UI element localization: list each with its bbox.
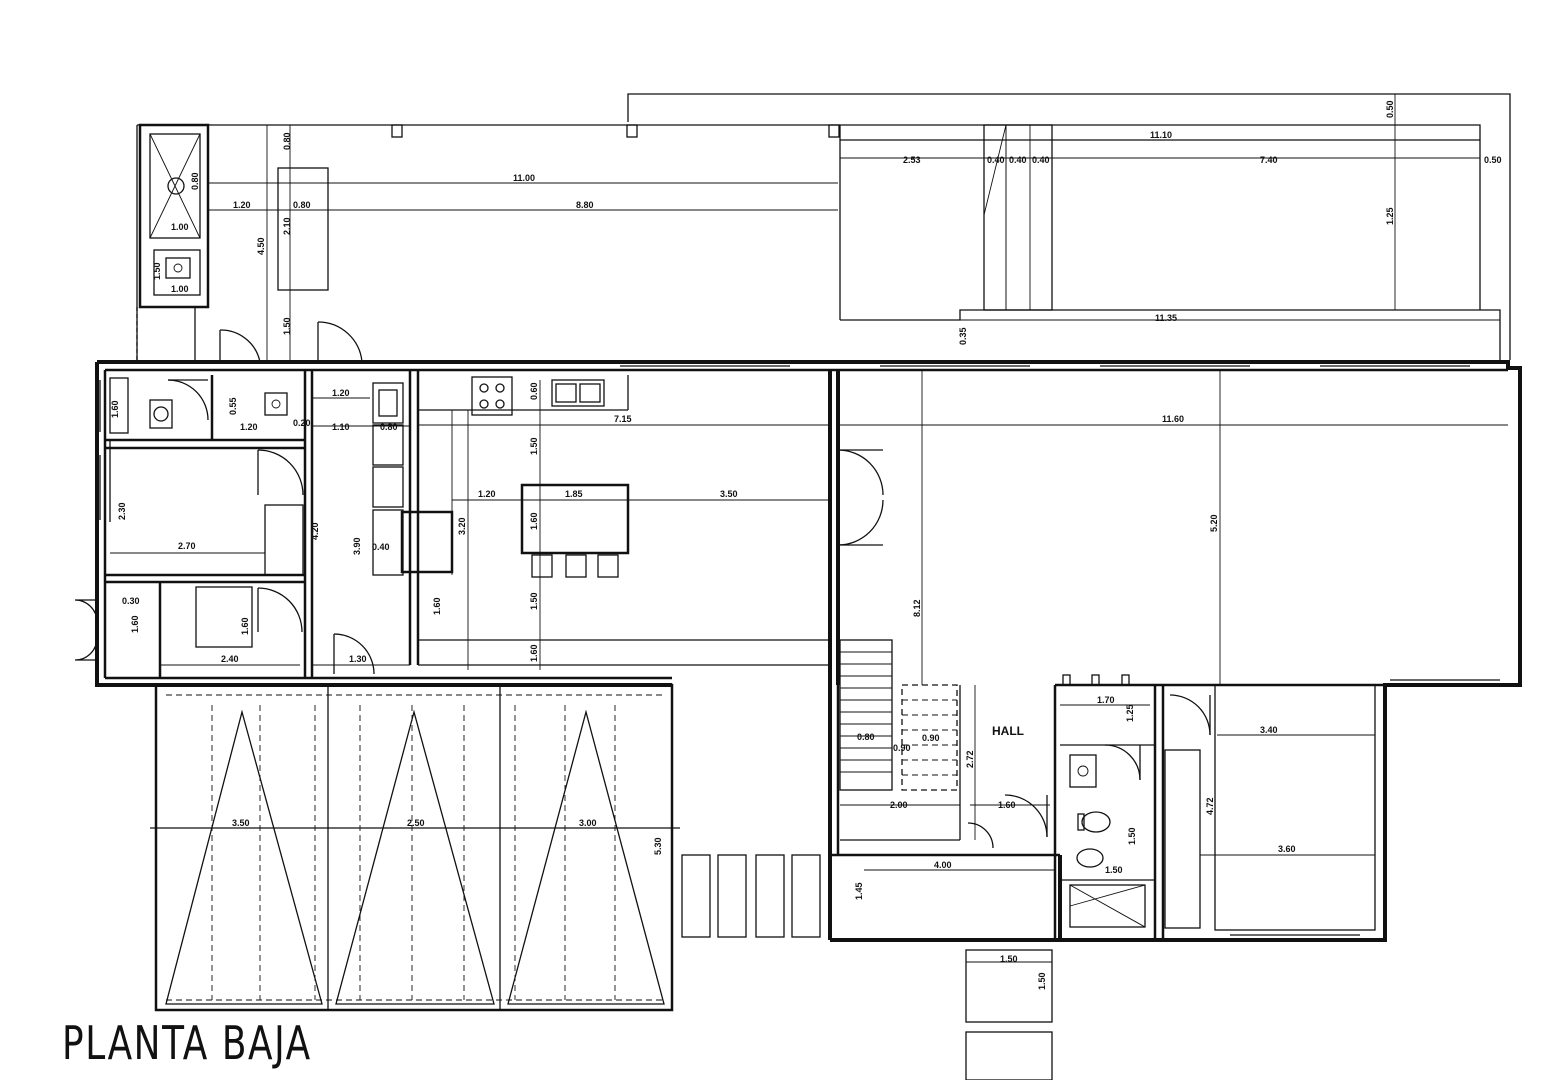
dim-label: 2.70	[178, 541, 196, 551]
dim-label: 3.20	[457, 517, 467, 535]
dim-label: 0.80	[282, 132, 292, 150]
dim-label: 1.20	[240, 422, 258, 432]
dim-label: 2.30	[117, 502, 127, 520]
interior-walls	[105, 370, 1520, 940]
dim-label: 1.50	[282, 317, 292, 335]
dim-label: 0.80	[857, 732, 875, 742]
dim-label: 4.00	[934, 860, 952, 870]
dim-label: 1.25	[1385, 207, 1395, 225]
dim-label: 0.55	[228, 397, 238, 415]
dim-label: 0.40	[987, 155, 1005, 165]
dim-label: 0.40	[1009, 155, 1027, 165]
dim-label: 3.50	[720, 489, 738, 499]
dim-label: 2.40	[221, 654, 239, 664]
dim-label: 0.20	[293, 418, 311, 428]
dim-label: 0.50	[1484, 155, 1502, 165]
dim-label: 1.60	[110, 400, 120, 418]
plan-title: PLANTA BAJA	[62, 1016, 312, 1070]
dim-label: 8.80	[576, 200, 594, 210]
exterior-walls	[95, 360, 1522, 942]
dim-label: 3.60	[1278, 844, 1296, 854]
dim-label: 1.50	[1127, 827, 1137, 845]
dim-label: 1.60	[529, 644, 539, 662]
dim-label: 1.60	[998, 800, 1016, 810]
dim-label: 0.40	[372, 542, 390, 552]
dim-label: 1.85	[565, 489, 583, 499]
dim-label: 1.50	[1105, 865, 1123, 875]
dim-label: 0.60	[529, 382, 539, 400]
dim-label: 7.15	[614, 414, 632, 424]
dim-label: 11.60	[1162, 414, 1184, 424]
dim-label: 3.50	[232, 818, 250, 828]
dim-label: 11.00	[513, 173, 535, 183]
dim-label: 0.80	[190, 172, 200, 190]
dim-label: 1.25	[1125, 704, 1135, 722]
outdoor-shower-block	[136, 123, 210, 360]
dim-label: 1.30	[349, 654, 367, 664]
dim-label: 2.50	[407, 818, 425, 828]
dim-label: 8.12	[912, 599, 922, 617]
dimension-lines	[110, 94, 1508, 963]
dim-label: 1.20	[332, 388, 350, 398]
dim-label: 1.50	[1037, 972, 1047, 990]
dim-label: 1.60	[240, 617, 250, 635]
dim-label: 1.50	[1000, 954, 1018, 964]
dim-label: 1.70	[1097, 695, 1115, 705]
dim-label: 3.40	[1260, 725, 1278, 735]
dim-label: 1.60	[529, 512, 539, 530]
dim-label: 1.00	[171, 222, 189, 232]
dim-label: 1.10	[332, 422, 350, 432]
dim-label: 1.60	[432, 597, 442, 615]
dim-label: 11.10	[1150, 130, 1172, 140]
dim-label: 1.00	[171, 284, 189, 294]
dim-label: 2.72	[965, 750, 975, 768]
dim-label: 0.50	[1385, 100, 1395, 118]
dim-label: 0.90	[922, 733, 940, 743]
dim-label: 0.80	[293, 200, 311, 210]
dim-label: 0.80	[380, 422, 398, 432]
dim-label: 1.50	[529, 437, 539, 455]
dim-label: 1.50	[152, 262, 162, 280]
dim-label: 1.20	[233, 200, 251, 210]
windows	[99, 365, 1500, 936]
dim-label: 0.90	[893, 743, 911, 753]
dimension-texts: 11.00 8.80 1.20 0.80 1.00 1.00 0.80 4.50…	[110, 100, 1502, 990]
dim-label: 2.00	[890, 800, 908, 810]
dim-label: 5.30	[653, 837, 663, 855]
dim-label: 1.20	[478, 489, 496, 499]
dim-label: 4.20	[310, 522, 320, 540]
dim-label: 3.00	[579, 818, 597, 828]
dim-label: 1.60	[130, 615, 140, 633]
dim-label: 4.72	[1205, 797, 1215, 815]
dim-label: 0.40	[1032, 155, 1050, 165]
dim-label: 0.30	[122, 596, 140, 606]
dim-label: 7.40	[1260, 155, 1278, 165]
dim-label: 11.35	[1155, 313, 1177, 323]
dim-label: 0.35	[958, 327, 968, 345]
dim-label: 1.50	[529, 592, 539, 610]
room-label-hall: HALL	[992, 724, 1024, 738]
dim-label: 5.20	[1209, 514, 1219, 532]
dim-label: 4.50	[256, 237, 266, 255]
carport	[150, 683, 680, 1012]
doors	[74, 321, 1211, 849]
dim-label: 1.45	[854, 882, 864, 900]
dim-label: 2.10	[282, 217, 292, 235]
fixtures	[109, 375, 1146, 1080]
dim-label: 2.53	[903, 155, 921, 165]
dim-label: 3.90	[352, 537, 362, 555]
